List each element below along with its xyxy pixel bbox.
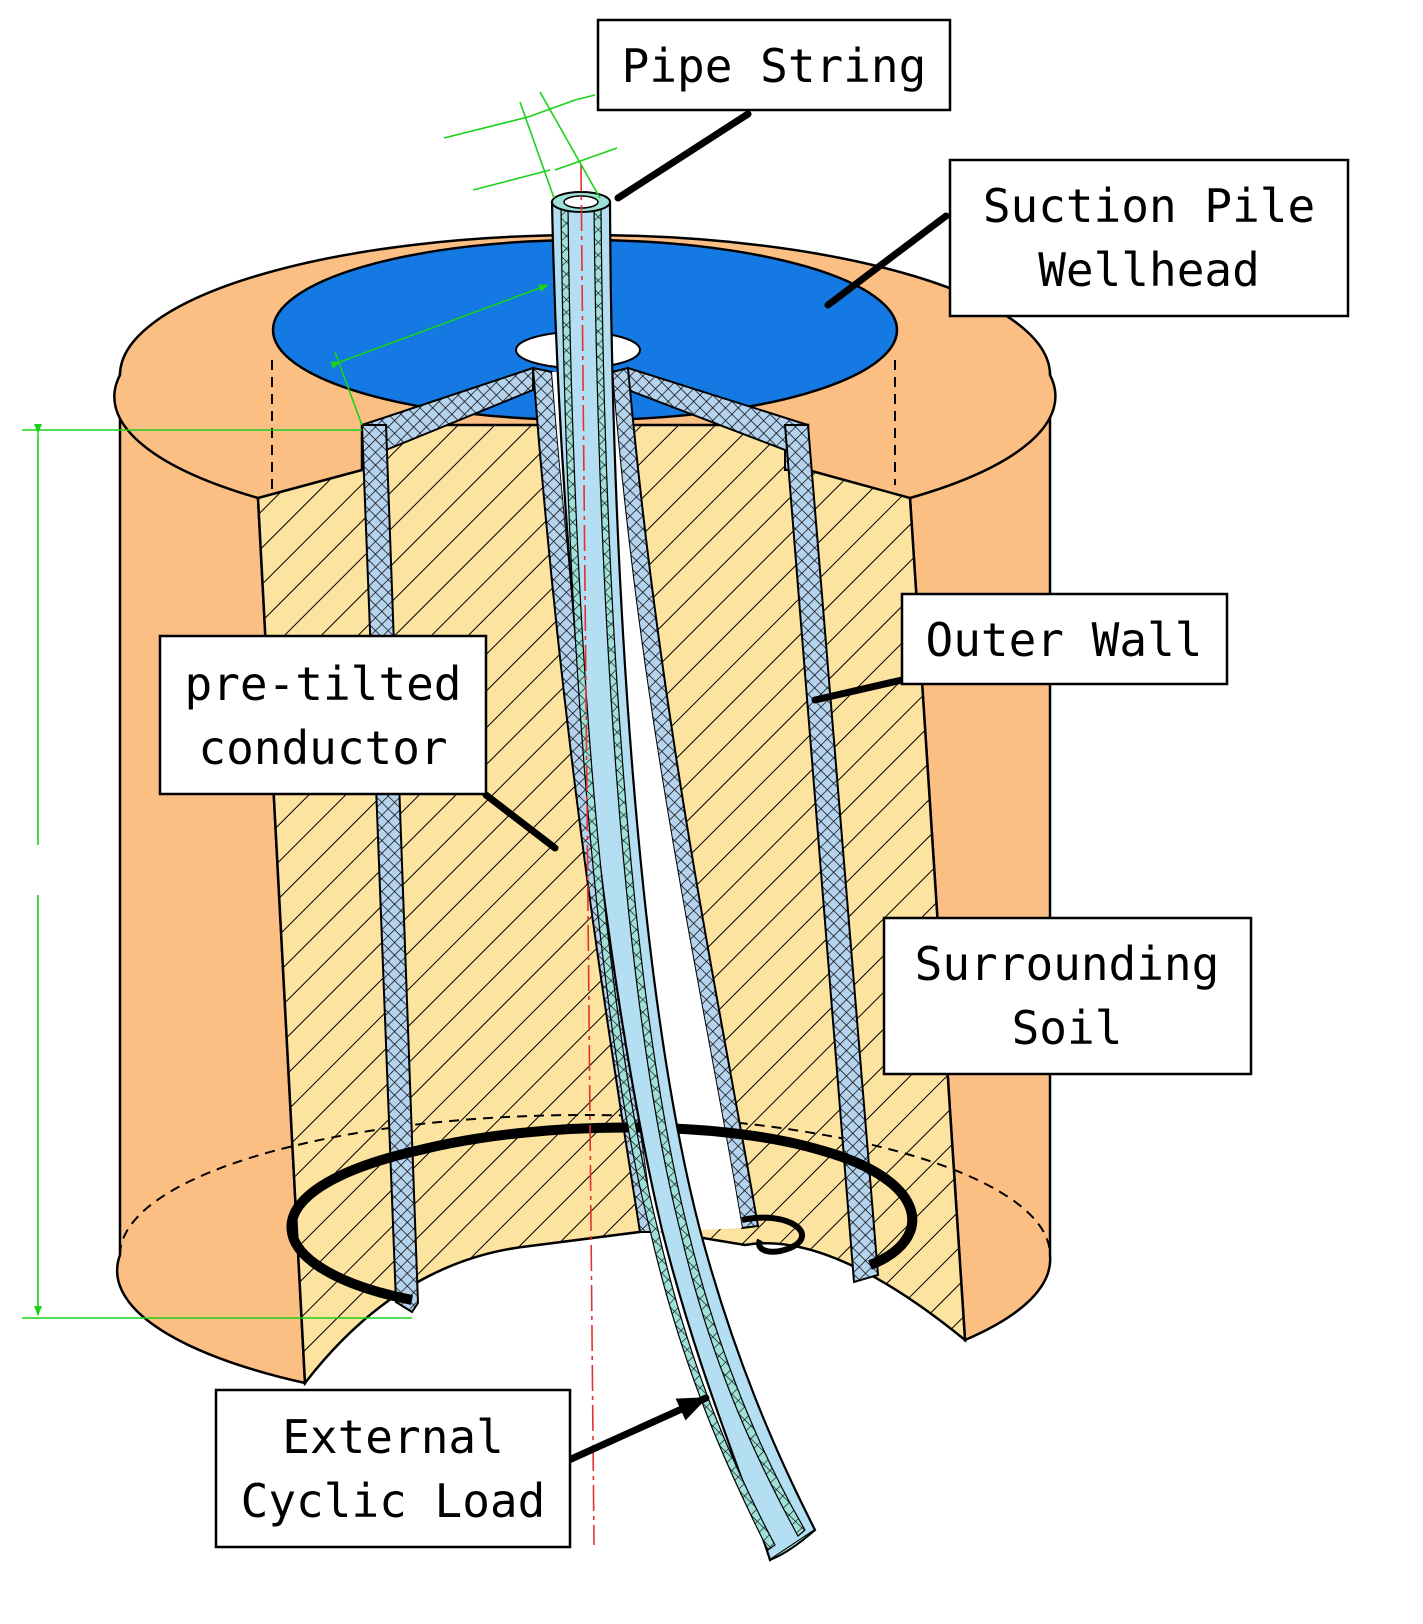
pipe-string-label: Pipe String <box>622 39 927 93</box>
outer-wall-label: Outer Wall <box>926 613 1203 667</box>
label-surrounding-soil: Surrounding Soil <box>882 916 1253 1076</box>
suction-pile-label-line2: Wellhead <box>1038 243 1260 297</box>
label-outer-wall: Outer Wall <box>900 592 1229 686</box>
soil-label-line2: Soil <box>1012 1001 1123 1055</box>
cyclic-load-label-line2: Cyclic Load <box>241 1474 546 1528</box>
dimension-lines <box>22 91 618 1319</box>
cyclic-load-arrow <box>554 1394 710 1469</box>
soil-label-line1: Surrounding <box>915 937 1220 991</box>
pipe-string-leader <box>614 110 752 202</box>
label-suction-pile-wellhead: Suction Pile Wellhead <box>948 158 1350 318</box>
cyclic-load-spiral <box>286 1122 918 1305</box>
cyclic-load-label-line1: External <box>282 1410 504 1464</box>
outer-wall-leader <box>811 676 906 704</box>
leader-lines <box>482 110 950 1469</box>
label-pre-tilted-conductor: pre-tilted conductor <box>158 634 488 796</box>
pipe-string <box>550 191 817 1562</box>
suction-pile-walls <box>360 366 880 1314</box>
hidden-lines <box>119 360 1051 1256</box>
conductor-leader <box>482 791 559 852</box>
label-pipe-string: Pipe String <box>596 18 952 112</box>
conductor-label-line1: pre-tilted <box>185 657 462 711</box>
label-external-cyclic-load: External Cyclic Load <box>214 1388 572 1549</box>
centerline <box>580 164 595 1546</box>
conductor-label-line2: conductor <box>198 721 447 775</box>
wellhead-leader <box>824 212 950 309</box>
suction-pile-label-line1: Suction Pile <box>983 179 1315 233</box>
